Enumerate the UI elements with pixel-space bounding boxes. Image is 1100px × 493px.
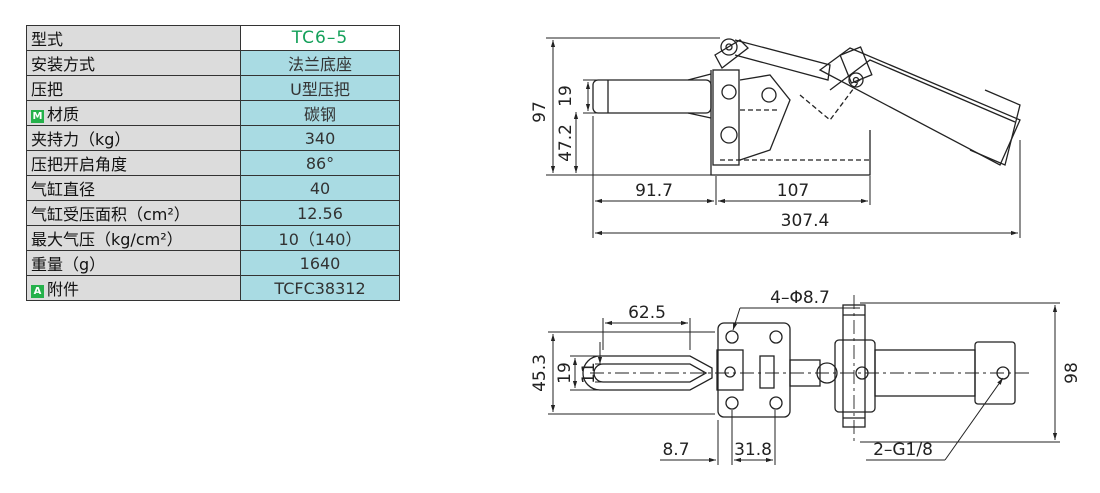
spec-label: 夹持力（kg） <box>26 125 241 151</box>
spec-row: 压把 U型压把 <box>26 75 400 101</box>
dim-19-side: 19 <box>556 85 576 107</box>
dim-47-2: 47.2 <box>556 124 576 162</box>
accessory-badge-icon: A <box>31 285 44 298</box>
spec-label-text: 材质 <box>47 105 80 124</box>
side-view-dimensions <box>546 37 1021 238</box>
top-view-drawing <box>582 295 1030 445</box>
dim-98: 98 <box>1062 362 1082 384</box>
spec-row: 最大气压（kg/cm²） 10（140） <box>26 225 400 251</box>
spec-value-model: TC6–5 <box>240 25 400 51</box>
dim-11: 11 <box>579 362 599 384</box>
material-badge-icon: M <box>31 110 44 123</box>
dim-31-8: 31.8 <box>734 440 772 460</box>
dim-holes-4-phi-8-7: 4–Φ8.7 <box>770 288 830 308</box>
side-view-drawing <box>592 38 1021 176</box>
spec-value: 86° <box>240 150 400 176</box>
spec-value: TCFC38312 <box>240 275 400 301</box>
dim-62-5: 62.5 <box>628 303 666 323</box>
spec-value: 法兰底座 <box>240 50 400 76</box>
spec-value: U型压把 <box>240 75 400 101</box>
dim-19-top: 19 <box>555 362 575 384</box>
spec-row: 气缸直径 40 <box>26 175 400 201</box>
spec-row: 夹持力（kg） 340 <box>26 125 400 151</box>
spec-label-text: 附件 <box>47 280 80 299</box>
dim-ports-2-g1-8: 2–G1/8 <box>873 440 933 460</box>
spec-label: 气缸直径 <box>26 175 241 201</box>
dim-97: 97 <box>530 101 550 123</box>
spec-label: 最大气压（kg/cm²） <box>26 225 241 251</box>
spec-row: 压把开启角度 86° <box>26 150 400 176</box>
dim-45-3: 45.3 <box>530 354 550 392</box>
spec-value: 40 <box>240 175 400 201</box>
dim-107: 107 <box>777 181 809 201</box>
spec-value: 1640 <box>240 250 400 276</box>
spec-value: 10（140） <box>240 225 400 251</box>
spec-row: 安装方式 法兰底座 <box>26 50 400 76</box>
spec-value: 340 <box>240 125 400 151</box>
dim-91-7: 91.7 <box>635 181 673 201</box>
dim-307-4: 307.4 <box>781 211 830 231</box>
spec-label: 气缸受压面积（cm²） <box>26 200 241 226</box>
top-view-dimensions <box>548 302 1060 465</box>
dim-8-7: 8.7 <box>662 440 689 460</box>
spec-label: 压把开启角度 <box>26 150 241 176</box>
